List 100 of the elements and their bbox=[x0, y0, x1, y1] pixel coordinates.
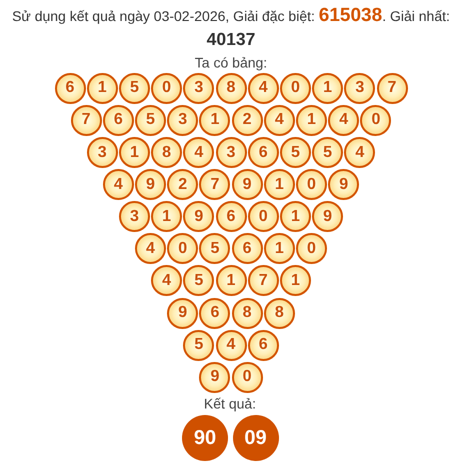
ball-digit: 6 bbox=[210, 304, 220, 322]
number-ball bbox=[167, 169, 198, 200]
number-ball bbox=[167, 233, 198, 264]
number-ball bbox=[328, 104, 360, 136]
number-ball bbox=[102, 104, 134, 136]
number-ball bbox=[280, 137, 311, 168]
ball-digit: 6 bbox=[226, 208, 236, 226]
ball-digit: 3 bbox=[178, 111, 188, 130]
ball-digit: 9 bbox=[323, 208, 332, 226]
number-ball bbox=[183, 72, 214, 104]
number-ball bbox=[232, 233, 263, 264]
number-ball bbox=[135, 169, 166, 200]
result-ball bbox=[232, 415, 278, 461]
ball-digit: 9 bbox=[178, 304, 188, 322]
number-ball bbox=[248, 330, 279, 361]
ball-digit: 0 bbox=[371, 111, 380, 130]
ball-digit: 0 bbox=[258, 208, 268, 226]
ball-digit: 0 bbox=[307, 240, 316, 258]
number-ball bbox=[102, 169, 134, 200]
number-ball bbox=[151, 72, 182, 104]
number-ball bbox=[232, 298, 263, 328]
ball-digit: 3 bbox=[226, 144, 236, 162]
ball-digit: 4 bbox=[274, 111, 284, 130]
number-ball bbox=[296, 104, 327, 136]
ball-digit: 3 bbox=[355, 79, 364, 98]
ball-digit: 3 bbox=[98, 144, 107, 162]
ball-digit: 1 bbox=[323, 79, 332, 98]
number-ball bbox=[118, 72, 150, 104]
section-label: Ta có bảng: bbox=[194, 54, 268, 72]
number-ball bbox=[280, 265, 311, 296]
number-ball bbox=[216, 330, 246, 361]
ball-digit: 5 bbox=[146, 111, 155, 130]
ball-digit: 8 bbox=[226, 79, 236, 98]
number-ball bbox=[70, 104, 102, 136]
ball-digit: 8 bbox=[274, 304, 284, 322]
number-ball bbox=[118, 137, 150, 168]
ball-digit: 9 bbox=[242, 176, 252, 194]
number-ball bbox=[312, 72, 344, 104]
number-ball bbox=[54, 72, 86, 104]
number-ball bbox=[328, 169, 360, 200]
number-ball bbox=[86, 137, 118, 168]
number-ball bbox=[167, 104, 198, 136]
ball-digit: 4 bbox=[226, 336, 236, 354]
number-ball bbox=[232, 169, 263, 200]
ball-digit: 1 bbox=[290, 208, 300, 226]
number-ball bbox=[344, 72, 376, 104]
ball-digit: 4 bbox=[355, 144, 364, 162]
ball-digit: 9 bbox=[339, 176, 348, 194]
number-ball bbox=[264, 233, 295, 264]
ball-digit: 5 bbox=[194, 272, 204, 290]
ball-digit: 5 bbox=[130, 79, 139, 98]
ball-digit: 4 bbox=[114, 176, 123, 194]
ball-digit: 0 bbox=[162, 79, 172, 98]
ball-digit: 1 bbox=[274, 240, 284, 258]
ball-digit: 6 bbox=[242, 240, 252, 258]
ball-digit: 4 bbox=[194, 144, 204, 162]
number-ball bbox=[199, 233, 230, 264]
number-ball bbox=[264, 104, 295, 136]
number-ball bbox=[296, 169, 327, 200]
number-ball bbox=[312, 201, 344, 232]
ball-digit: 7 bbox=[258, 272, 268, 290]
number-ball bbox=[280, 72, 311, 104]
ball-digit: 0 bbox=[307, 176, 316, 194]
ball-digit: 7 bbox=[210, 176, 220, 194]
result-number: 09 bbox=[244, 427, 267, 449]
number-ball bbox=[264, 169, 295, 200]
ball-digit: 2 bbox=[178, 176, 188, 194]
number-ball bbox=[183, 137, 214, 168]
result-label: Kết quả: bbox=[204, 396, 256, 412]
number-ball bbox=[216, 72, 246, 104]
ball-digit: 8 bbox=[162, 144, 172, 162]
ball-digit: 4 bbox=[339, 111, 348, 130]
ball-digit: 1 bbox=[290, 272, 300, 290]
ball-digit: 1 bbox=[98, 79, 107, 98]
number-ball bbox=[183, 201, 214, 232]
ball-digit: 9 bbox=[146, 176, 155, 194]
number-ball bbox=[118, 201, 150, 232]
ball-digit: 5 bbox=[194, 336, 204, 354]
ball-digit: 0 bbox=[178, 240, 188, 258]
number-ball bbox=[264, 298, 295, 328]
number-ball bbox=[376, 72, 408, 104]
number-ball bbox=[232, 104, 263, 136]
ball-digit: 7 bbox=[82, 111, 91, 130]
number-ball bbox=[199, 298, 230, 328]
number-ball bbox=[183, 265, 214, 296]
ball-digit: 6 bbox=[258, 144, 268, 162]
number-ball bbox=[312, 137, 344, 168]
number-ball bbox=[167, 298, 198, 328]
ball-digit: 9 bbox=[210, 368, 220, 386]
number-ball bbox=[183, 330, 214, 361]
number-ball bbox=[151, 137, 182, 168]
heading: Sử dụng kết quả ngày 03-02-2026, Giải đặc biệt: 615038. Giải nhất: 40137 bbox=[11, 4, 451, 51]
result-ball bbox=[182, 415, 228, 461]
ball-digit: 1 bbox=[307, 111, 316, 130]
ball-digit: 6 bbox=[258, 336, 268, 354]
ball-digit: 0 bbox=[290, 79, 300, 98]
number-ball bbox=[199, 362, 230, 393]
number-ball bbox=[151, 201, 182, 232]
ball-digit: 9 bbox=[194, 208, 204, 226]
number-ball bbox=[232, 362, 263, 393]
